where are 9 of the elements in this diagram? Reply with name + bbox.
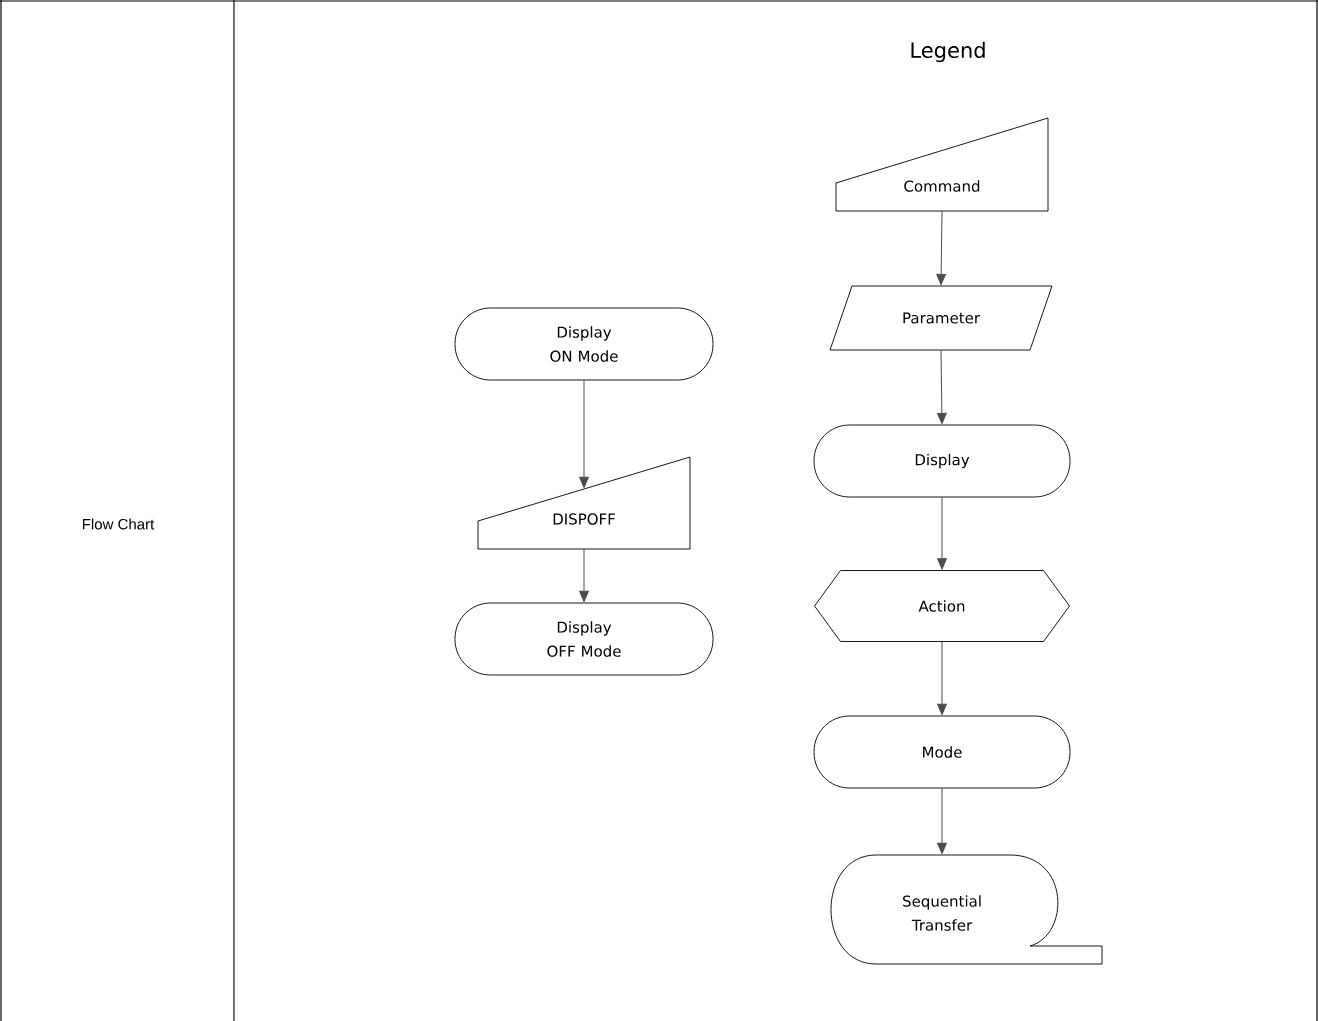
table-cell-label: Flow Chart [82,518,155,530]
legend-title: Legend [911,41,985,63]
arrow [937,349,947,424]
arrow [937,496,947,570]
arrow [936,210,947,285]
arrow [937,641,947,715]
arrow [937,787,947,854]
arrow [579,379,589,488]
arrow [579,548,589,602]
